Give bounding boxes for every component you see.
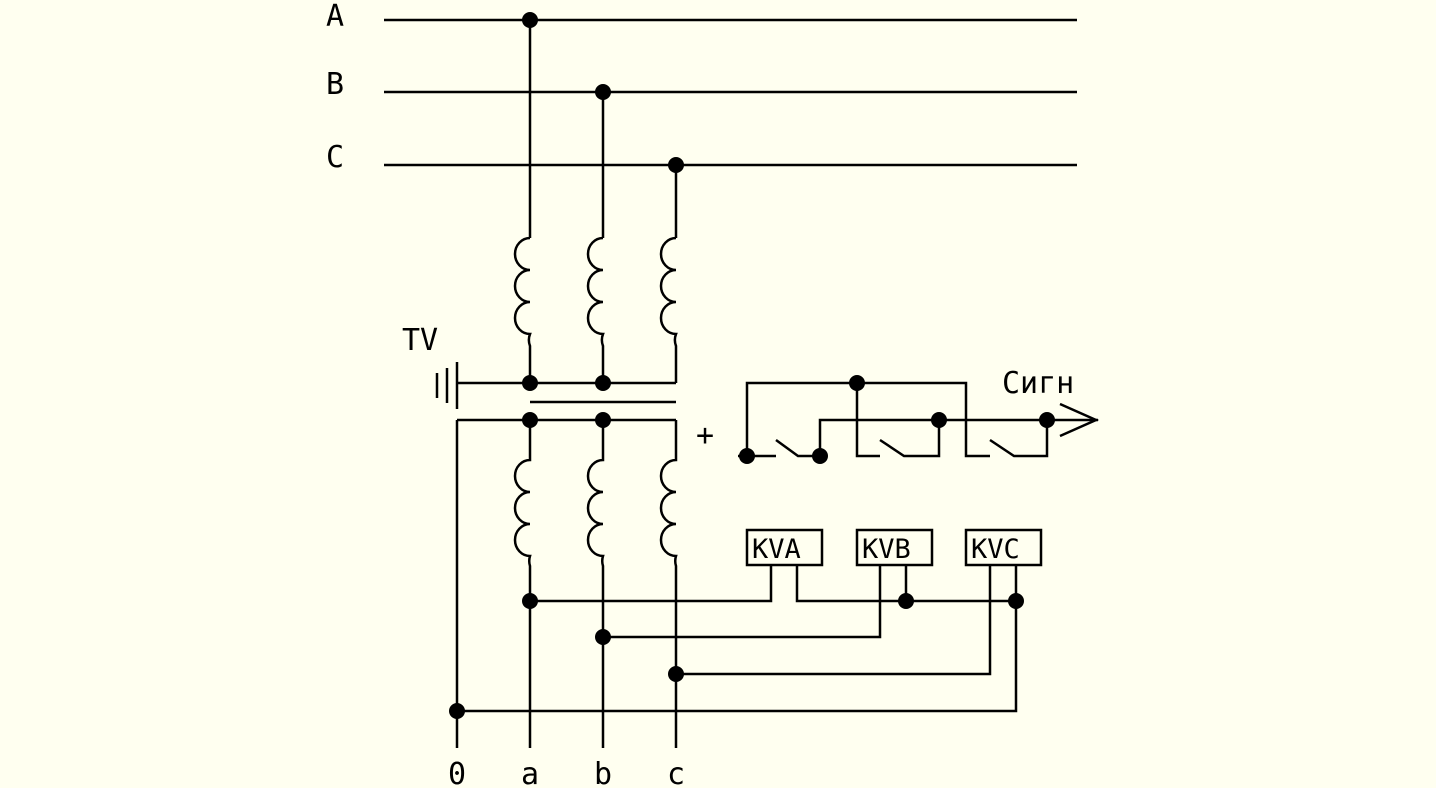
signal-arrow-icon	[1059, 402, 1100, 438]
phase-buses: A B C	[326, 0, 1077, 175]
terminal-label-b: b	[594, 757, 612, 788]
junction-dot	[1039, 412, 1055, 428]
junction-dot	[739, 448, 755, 464]
contact-2-branch	[855, 383, 880, 458]
relay-kvb-label: KVB	[862, 534, 911, 565]
relay-wiring	[457, 565, 1018, 713]
junction-dot	[522, 412, 538, 428]
relay-kvb: KVB	[855, 528, 934, 567]
phase-label-a: A	[326, 0, 344, 34]
junction-dot	[931, 412, 947, 428]
signal-circuit: + Сигн	[696, 366, 1100, 458]
junction-dot	[1008, 593, 1024, 609]
junction-dot	[898, 593, 914, 609]
junction-dot	[522, 12, 538, 28]
secondary-coil-a	[513, 420, 532, 748]
wire-b-to-kvb	[603, 565, 882, 639]
relay-kva-label: KVA	[752, 534, 801, 565]
junction-dot	[522, 593, 538, 609]
junction-dots	[449, 12, 1055, 719]
junction-dot	[668, 157, 684, 173]
primary-coil-c	[659, 236, 678, 383]
relay-kvc-box	[964, 528, 1043, 567]
junction-dot	[595, 84, 611, 100]
contact-3	[989, 420, 1049, 458]
terminal-label-0: 0	[448, 757, 466, 788]
phase-label-b: B	[326, 67, 344, 102]
terminal-label-c: c	[667, 757, 685, 788]
secondary-coil-c	[659, 420, 678, 748]
junction-dot	[668, 666, 684, 682]
terminal-label-a: a	[521, 757, 539, 788]
signal-label: Сигн	[1002, 366, 1074, 401]
transformer-label: TV	[402, 323, 438, 358]
junction-dot	[595, 412, 611, 428]
junction-dot	[595, 375, 611, 391]
junction-dot	[849, 375, 865, 391]
wire-kvc-to-neutral	[457, 565, 1018, 713]
plus-label: +	[696, 418, 714, 453]
terminal-labels: 0 a b c	[448, 757, 685, 788]
primary-coil-b	[586, 236, 605, 383]
relay-kvb-box	[855, 528, 934, 567]
wire-c-to-kvc	[676, 565, 992, 676]
mid-link	[818, 418, 1098, 456]
junction-dot	[522, 375, 538, 391]
primary-coil-a	[513, 236, 532, 383]
top-bridge	[745, 381, 990, 458]
relay-kvc: KVC	[964, 528, 1043, 567]
phase-label-c: C	[326, 140, 344, 175]
secondary-windings	[455, 418, 678, 748]
relay-kva: KVA	[745, 528, 824, 567]
primary-windings	[457, 20, 678, 385]
junction-dot	[449, 703, 465, 719]
wire-kva-to-kvb	[795, 565, 1016, 603]
ground-symbol	[435, 362, 459, 409]
secondary-coil-b	[586, 420, 605, 748]
junction-dot	[812, 448, 828, 464]
wire-a-to-kva	[530, 565, 773, 603]
relay-kva-box	[745, 528, 824, 567]
junction-dot	[595, 629, 611, 645]
contact-2	[879, 420, 941, 458]
relay-kvc-label: KVC	[971, 534, 1020, 565]
